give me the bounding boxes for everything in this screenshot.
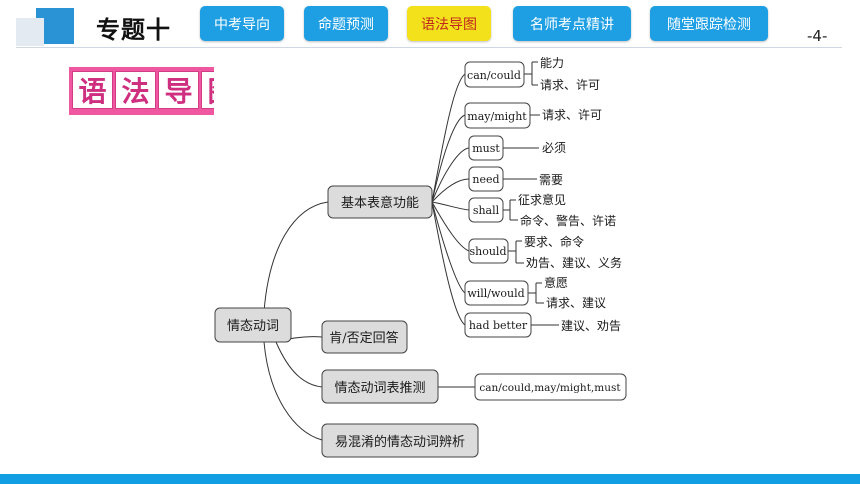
logo-square-light — [16, 18, 44, 46]
meaning-text: 需要 — [539, 173, 563, 187]
header-divider — [16, 47, 842, 48]
branch-guess-label: 情态动词表推测 — [334, 381, 425, 396]
badge-char: 导 — [158, 71, 199, 109]
branch-answer-node: 肯/否定回答 — [321, 320, 408, 354]
grammar-mindmap: 情态动词 基本表意功能 肯/否定回答 情态动词表推测 易混淆的情态动词辨析 ca… — [214, 56, 634, 458]
modal-word: must — [472, 142, 500, 155]
page-number: -4- — [807, 27, 828, 45]
modal-word: need — [472, 173, 499, 186]
page-title: 专题十 — [96, 16, 171, 44]
guess-words-node: can/could,may/might,must — [474, 373, 627, 401]
tab-follow-up-test[interactable]: 随堂跟踪检测 — [650, 6, 768, 41]
modal-word: can/could — [467, 69, 521, 82]
modal-word: will/would — [467, 287, 524, 300]
meaning-text: 建议、劝告 — [561, 318, 621, 333]
modal-node: must — [468, 135, 504, 161]
tab-label: 语法导图 — [421, 16, 477, 33]
tab-label: 命题预测 — [318, 16, 374, 33]
mindmap-svg: 情态动词 基本表意功能 肯/否定回答 情态动词表推测 易混淆的情态动词辨析 ca… — [214, 56, 627, 458]
badge-char: 语 — [72, 71, 113, 109]
meanings: 能力 请求、许可 请求、许可 必须 需要 征求意见 命令、警告、许诺 要求、命令… — [518, 56, 622, 333]
meaning-text: 命令、警告、许诺 — [520, 213, 616, 228]
meaning-text: 意愿 — [544, 275, 568, 290]
branch-basic-label: 基本表意功能 — [341, 195, 419, 211]
modal-node: should — [468, 238, 509, 264]
branch-basic-node: 基本表意功能 — [327, 185, 433, 219]
meaning-text: 能力 — [540, 57, 564, 70]
bottom-bar — [0, 474, 860, 484]
modal-node: shall — [468, 197, 504, 223]
badge-char: 法 — [115, 71, 156, 109]
root-label: 情态动词 — [227, 319, 279, 334]
tab-label: 随堂跟踪检测 — [667, 16, 751, 33]
branch-confuse-node: 易混淆的情态动词辨析 — [321, 423, 479, 458]
modal-word: should — [470, 245, 507, 258]
guess-words-label: can/could,may/might,must — [479, 382, 621, 394]
modal-word: had better — [469, 319, 528, 332]
modal-node: can/could — [464, 61, 525, 88]
tab-guide[interactable]: 中考导向 — [200, 6, 284, 41]
meaning-text: 请求、许可 — [540, 78, 600, 92]
meaning-text: 必须 — [542, 141, 566, 155]
tab-label: 名师考点精讲 — [530, 16, 614, 33]
modal-node: may/might — [464, 102, 531, 129]
branch-guess-node: 情态动词表推测 — [321, 369, 439, 404]
tab-prediction[interactable]: 命题预测 — [304, 6, 388, 41]
meaning-text: 要求、命令 — [524, 234, 584, 249]
tab-label: 中考导向 — [214, 16, 270, 33]
tab-grammar-map[interactable]: 语法导图 — [407, 6, 491, 41]
mindmap-root-node: 情态动词 — [214, 307, 292, 343]
modal-node: will/would — [464, 280, 529, 306]
branch-answer-label: 肯/否定回答 — [329, 330, 398, 346]
mindmap-connectors — [263, 61, 559, 441]
meaning-text: 请求、建议 — [546, 296, 606, 310]
meaning-text: 劝告、建议、义务 — [526, 255, 622, 270]
meaning-text: 请求、许可 — [542, 108, 602, 122]
modal-node: need — [468, 166, 504, 192]
modal-word: shall — [473, 204, 500, 217]
branch-confuse-label: 易混淆的情态动词辨析 — [335, 434, 465, 450]
modal-node: had better — [464, 312, 532, 338]
tab-teacher-points[interactable]: 名师考点精讲 — [513, 6, 631, 41]
modal-word: may/might — [467, 110, 527, 123]
meaning-text: 征求意见 — [518, 192, 566, 207]
